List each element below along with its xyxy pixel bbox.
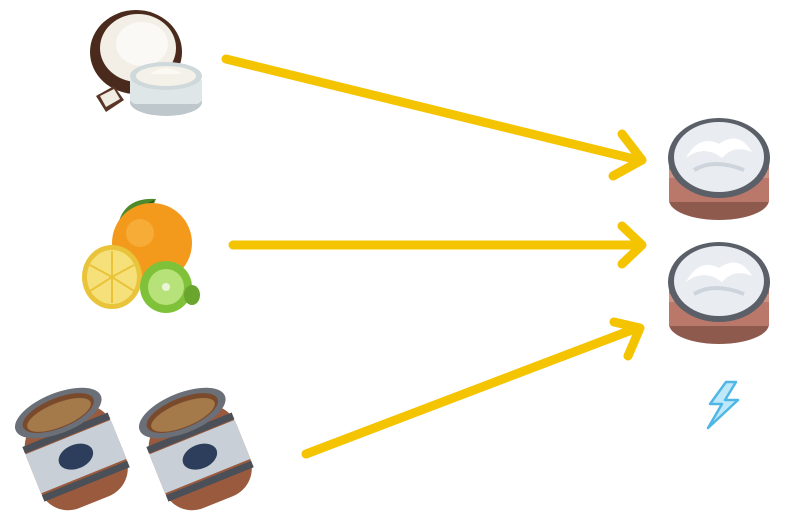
lightning-bolt-icon <box>700 380 744 430</box>
whale-oil-barrel-icon <box>138 388 260 516</box>
citrus-fruits-icon <box>80 195 204 317</box>
whale-oil-barrel-icon <box>14 388 136 516</box>
arrow-coconut-to-cream <box>226 59 642 176</box>
arrow-citrus-to-cream <box>233 226 642 264</box>
arrow-barrels-to-cream <box>306 322 640 454</box>
cream-jar-icon <box>664 114 774 226</box>
cream-jar-icon <box>664 238 774 350</box>
coconut-cream-icon <box>84 4 204 122</box>
